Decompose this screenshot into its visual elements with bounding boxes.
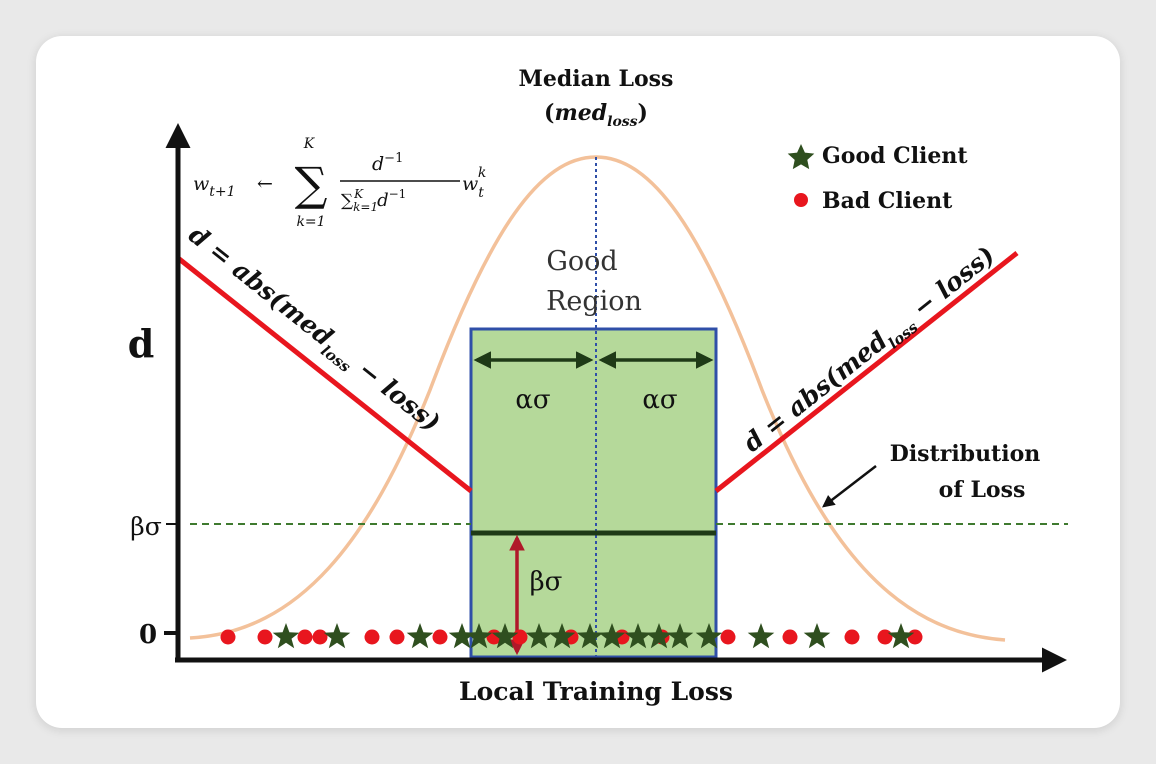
good-region-label-line1: Good [546, 246, 617, 277]
svg-text:wt+1: wt+1 [193, 173, 236, 200]
good-client-star [803, 623, 831, 649]
good-client-star [406, 623, 434, 649]
bad-client-dot [257, 629, 273, 645]
good-client-star [598, 623, 626, 649]
left-line-formula-label: d = abs(medloss − loss) [180, 220, 446, 441]
bad-client-dot [844, 629, 860, 645]
bad-client-dot [720, 629, 736, 645]
svg-text:wtk: wtk [462, 165, 486, 201]
y-tick-zero-label: 0 [139, 620, 157, 650]
client-markers [220, 623, 923, 649]
median-loss-title: Median Loss [519, 66, 674, 92]
good-client-star [465, 623, 493, 649]
good-client-star [323, 623, 351, 649]
good-client-star [624, 623, 652, 649]
bad-client-dot [364, 629, 380, 645]
good-client-star [695, 623, 723, 649]
svg-text:d−1: d−1 [372, 151, 403, 175]
good-client-star [645, 623, 673, 649]
good-client-star [272, 623, 300, 649]
bad-client-dot [297, 629, 313, 645]
good-region-box [469, 327, 718, 659]
left-distance-line [176, 256, 473, 493]
distribution-label-line2: of Loss [939, 477, 1026, 503]
bad-client-dot [877, 629, 893, 645]
bad-client-dot [512, 629, 528, 645]
bad-client-dot [220, 629, 236, 645]
legend-good-client-label: Good Client [822, 143, 968, 169]
good-client-star [576, 623, 604, 649]
bad-client-dot [782, 629, 798, 645]
bad-client-dot [312, 629, 328, 645]
good-client-star [525, 623, 553, 649]
alpha-sigma-left-label: ασ [515, 385, 550, 415]
median-loss-symbol: (medloss) [544, 100, 648, 130]
svg-text:K: K [303, 136, 316, 152]
good-client-star [448, 623, 476, 649]
y-axis-label: d [128, 321, 155, 366]
distribution-pointer-arrow [822, 465, 877, 508]
right-line-formula-label: d = abs(medloss − loss) [738, 241, 1004, 462]
good-client-star [747, 623, 775, 649]
legend-bad-client-label: Bad Client [822, 188, 953, 214]
bad-client-dot [907, 629, 923, 645]
svg-text:∑: ∑ [295, 157, 328, 211]
alpha-sigma-right-label: ασ [642, 385, 677, 415]
good-client-star [887, 623, 915, 649]
svg-text:k=1: k=1 [296, 214, 325, 230]
svg-text:←: ← [257, 173, 273, 195]
x-axis-label: Local Training Loss [459, 677, 733, 706]
bad-client-dot [432, 629, 448, 645]
good-region-label-line2: Region [546, 286, 642, 317]
good-client-star [548, 623, 576, 649]
distribution-label-line1: Distribution [890, 441, 1041, 467]
bad-client-dot [389, 629, 405, 645]
svg-text:∑k=1Kd−1: ∑k=1Kd−1 [341, 187, 406, 214]
good-client-star [491, 623, 519, 649]
beta-sigma-inner-label: βσ [530, 567, 563, 597]
good-client-star [666, 623, 694, 649]
right-distance-line [714, 251, 1019, 493]
legend-star-icon [787, 144, 815, 170]
y-tick-beta-label: βσ [130, 512, 162, 541]
legend: Good Client Bad Client [787, 143, 968, 214]
legend-dot-icon [794, 193, 808, 207]
